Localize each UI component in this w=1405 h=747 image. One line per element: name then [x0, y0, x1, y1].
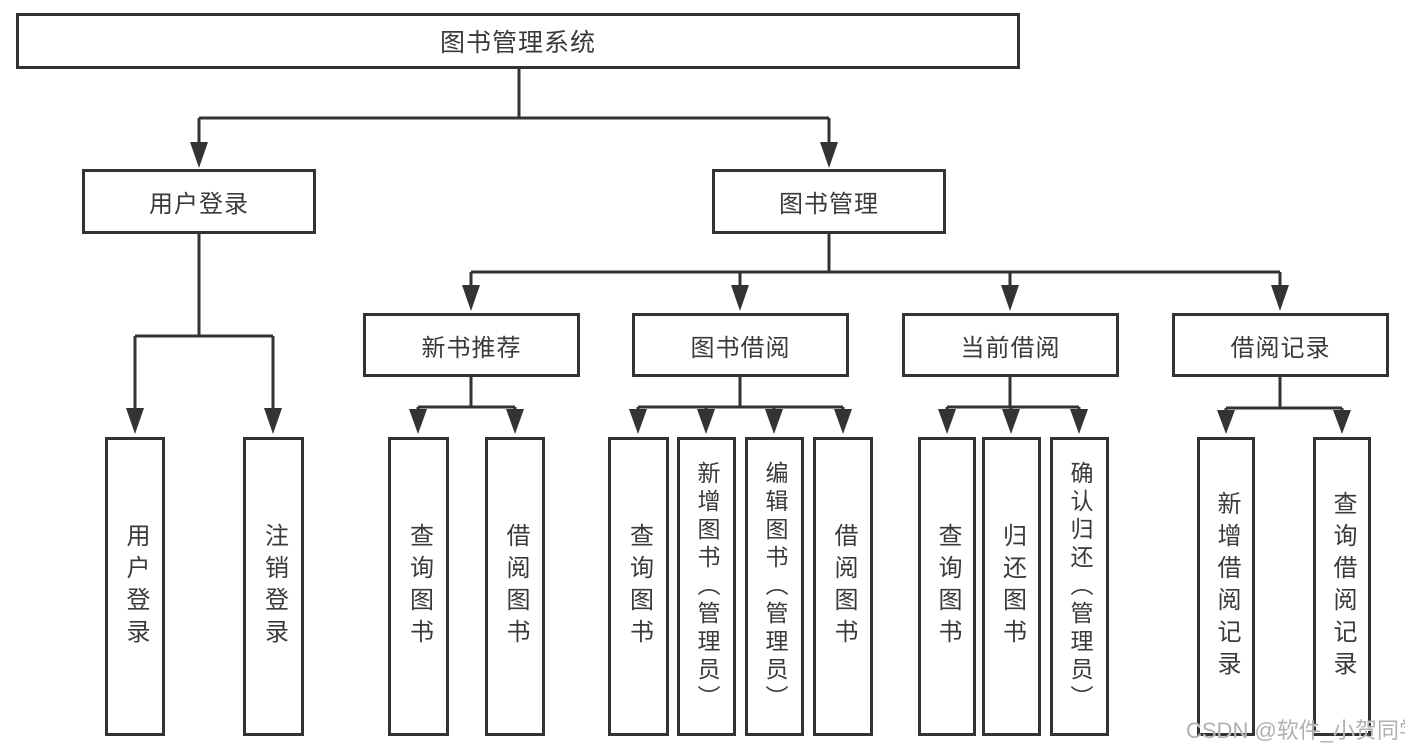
leaf-query-borrow-record: 查询借阅记录 — [1313, 437, 1371, 736]
leaf-query-books-label: 查询图书 — [405, 522, 433, 651]
leaf-add-books-admin: 新增图书（管理员） — [677, 437, 736, 736]
leaf-user-login-label: 用户登录 — [122, 522, 149, 651]
leaf-add-books-admin-label: 新增图书（管理员） — [694, 460, 720, 713]
leaf-borrow-books: 借阅图书 — [813, 437, 873, 736]
node-user-login-label: 用户登录 — [149, 191, 249, 218]
node-root: 图书管理系统 — [16, 13, 1020, 69]
leaf-user-login: 用户登录 — [105, 437, 165, 736]
node-borrow-records-label: 借阅记录 — [1230, 334, 1331, 362]
node-book-borrow: 图书借阅 — [632, 313, 849, 377]
connector-borrow-records-branch — [1217, 376, 1351, 434]
node-book-mgmt: 图书管理 — [712, 169, 946, 234]
connector-current-borrow-branch — [938, 376, 1088, 434]
leaf-confirm-return-admin: 确认归还（管理员） — [1050, 437, 1109, 736]
leaf-logout-label: 注销登录 — [260, 522, 288, 651]
node-current-borrow: 当前借阅 — [902, 313, 1119, 377]
leaf-borrow-books-label: 借阅图书 — [830, 522, 857, 651]
leaf-edit-books-admin: 编辑图书（管理员） — [745, 437, 804, 736]
leaf-query-books-label: 查询图书 — [934, 522, 961, 651]
leaf-return-books: 归还图书 — [982, 437, 1041, 736]
node-user-login: 用户登录 — [82, 169, 316, 234]
leaf-confirm-return-admin-label: 确认归还（管理员） — [1067, 460, 1093, 713]
leaf-return-books-label: 归还图书 — [998, 522, 1026, 651]
leaf-query-books-current: 查询图书 — [918, 437, 976, 736]
leaf-query-borrow-record-label: 查询借阅记录 — [1329, 490, 1356, 683]
connector-user-login-branch — [126, 233, 282, 434]
node-book-borrow-label: 图书借阅 — [690, 334, 791, 362]
leaf-query-books-newbooks: 查询图书 — [388, 437, 449, 736]
connector-root-to-level2 — [190, 68, 838, 168]
connector-new-books-branch — [409, 376, 524, 434]
leaf-query-books-label: 查询图书 — [625, 522, 653, 651]
node-book-mgmt-label: 图书管理 — [779, 191, 879, 218]
leaf-add-borrow-record: 新增借阅记录 — [1197, 437, 1255, 736]
leaf-borrow-books-label: 借阅图书 — [502, 522, 529, 651]
node-current-borrow-label: 当前借阅 — [960, 334, 1061, 362]
connector-book-borrow-branch — [629, 376, 852, 434]
node-root-label: 图书管理系统 — [439, 29, 596, 57]
leaf-logout: 注销登录 — [243, 437, 304, 736]
csdn-watermark: CSDN @软件_小贺同学 — [1186, 718, 1405, 743]
leaf-add-borrow-record-label: 新增借阅记录 — [1213, 490, 1240, 683]
node-borrow-records: 借阅记录 — [1172, 313, 1389, 377]
leaf-query-books-borrow: 查询图书 — [608, 437, 669, 736]
leaf-edit-books-admin-label: 编辑图书（管理员） — [762, 460, 788, 713]
node-new-books: 新书推荐 — [363, 313, 580, 377]
connector-book-mgmt-branch — [462, 233, 1289, 311]
leaf-borrow-books-newbooks: 借阅图书 — [485, 437, 545, 736]
node-new-books-label: 新书推荐 — [421, 334, 522, 362]
